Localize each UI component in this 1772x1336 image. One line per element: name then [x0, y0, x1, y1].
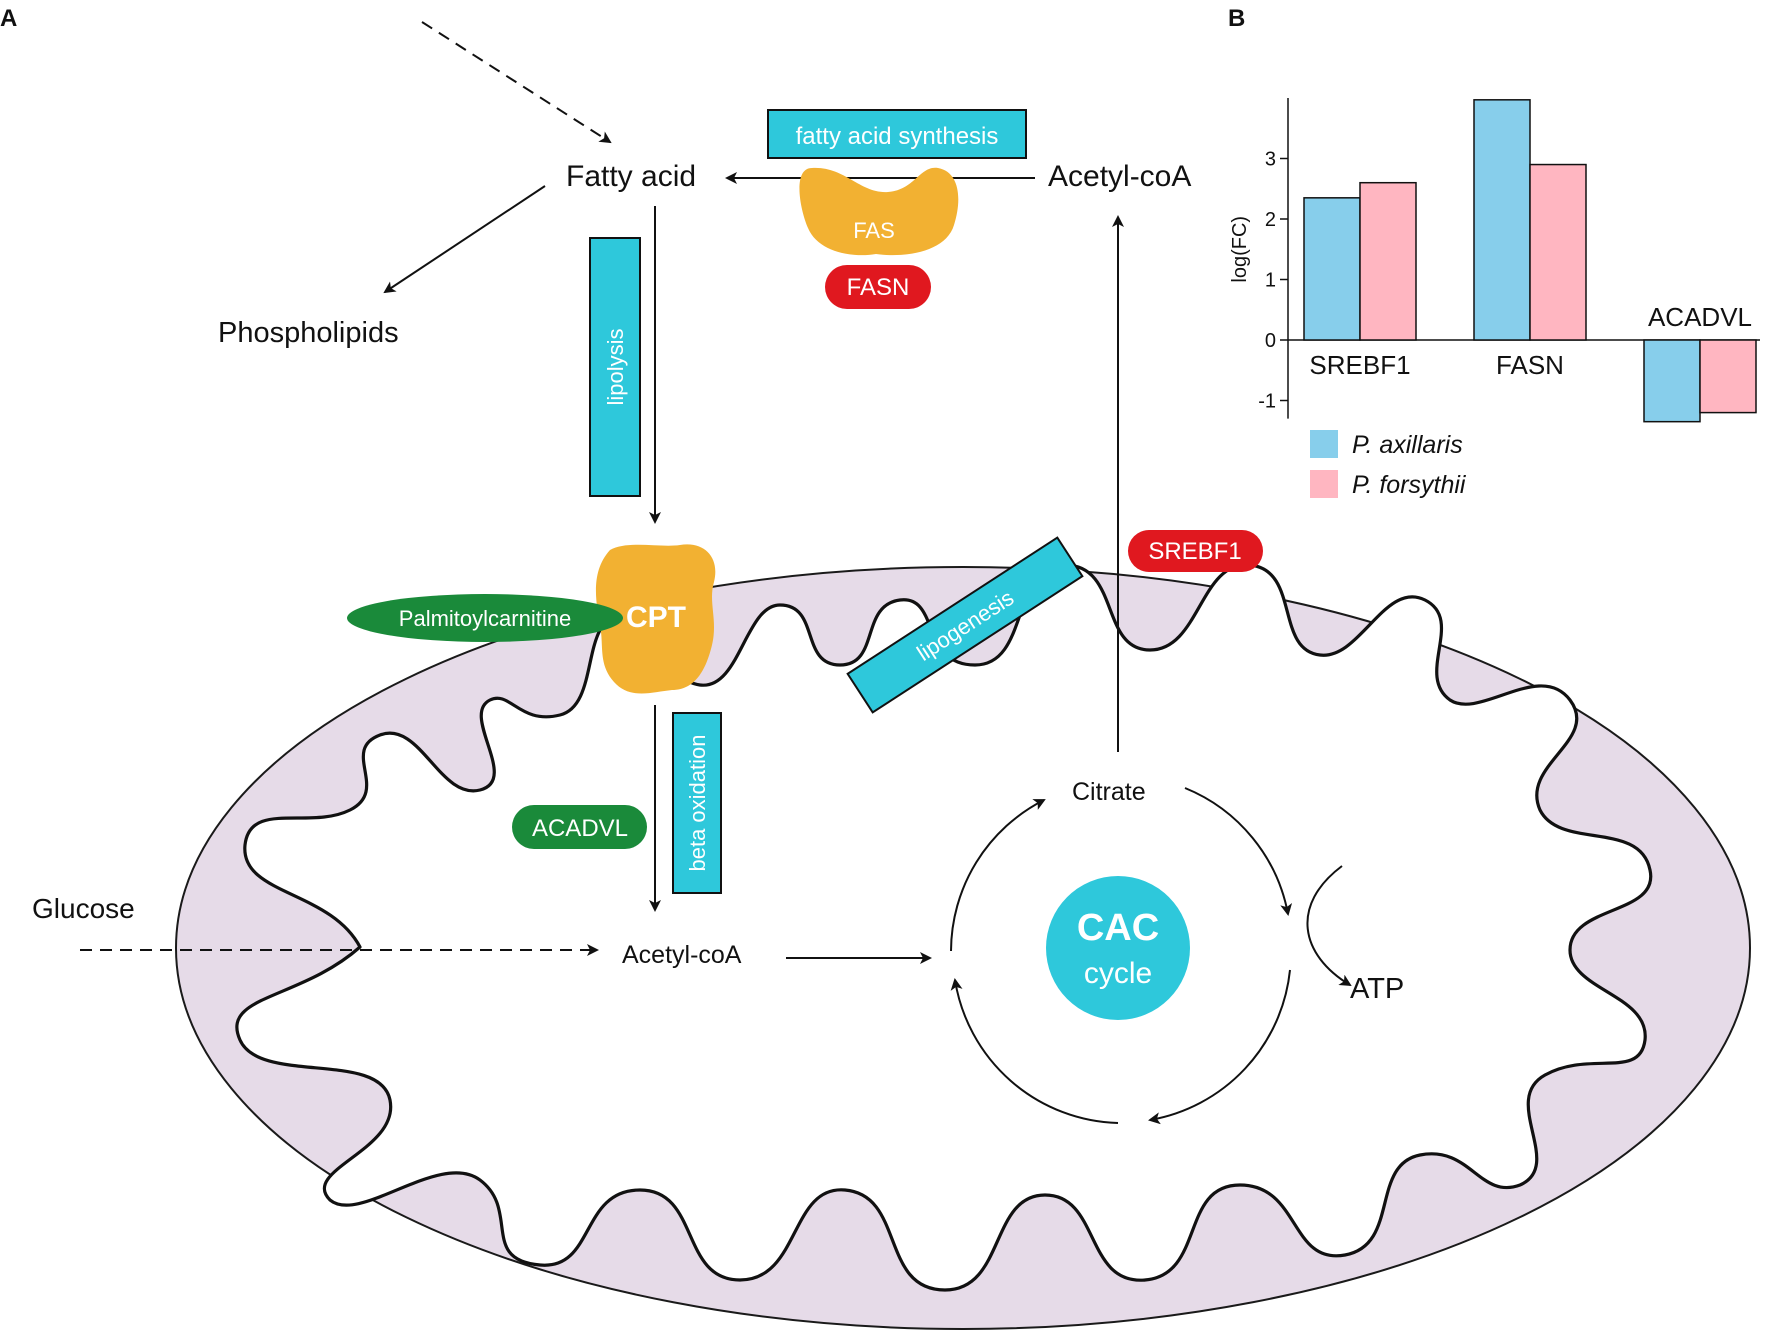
cac-circle: [1046, 876, 1190, 1020]
panel-a-letter: A: [0, 5, 17, 32]
y-tick-label: 0: [1265, 330, 1276, 352]
fatty-acid-node: Fatty acid: [566, 160, 696, 193]
palmitoylcarnitine-ellipse: [347, 594, 623, 642]
dashed-arrow-input: [421, 21, 612, 144]
fatty-acid-synthesis-box: [767, 109, 1027, 159]
bar-chart: -1 0 1 2 3 log(FC) SREBF1 FASN ACADVL P. axillari…: [1229, 98, 1760, 499]
bar: [1699, 339, 1757, 414]
phospholipids-node: Phospholipids: [218, 317, 399, 349]
fas-enzyme-shape: [799, 167, 959, 256]
cac-arc-4: [950, 978, 1119, 1124]
atp-node: ATP: [1350, 973, 1404, 1005]
cac-arc-1: [950, 799, 1046, 952]
acetyl-coa-top-node: Acetyl-coA: [1048, 160, 1191, 193]
legend-label: P. forsythii: [1352, 471, 1467, 499]
acetyl-coa-mito-node: Acetyl-coA: [622, 941, 742, 969]
y-tick-label: 1: [1265, 270, 1276, 292]
panel-b-letter: B: [1228, 5, 1245, 32]
bar: [1529, 163, 1587, 341]
lipolysis-label: lipolysis: [603, 328, 628, 405]
fatty-acid-synthesis-label: fatty acid synthesis: [796, 123, 999, 150]
y-tick-label: 3: [1265, 149, 1276, 171]
cac-label: CAC: [1077, 907, 1159, 949]
srebf1-gene-pill: [1128, 530, 1263, 572]
cac-cycle-label: cycle: [1084, 957, 1152, 990]
palmitoylcarnitine-label: Palmitoylcarnitine: [399, 606, 571, 631]
lipolysis-box: [589, 237, 641, 497]
category-label: FASN: [1496, 350, 1564, 380]
citrate-node: Citrate: [1072, 778, 1146, 806]
lipogenesis-box: [846, 536, 1084, 714]
acadvl-gene-pill: [512, 805, 647, 849]
category-label: ACADVL: [1648, 302, 1752, 332]
cpt-label: CPT: [626, 601, 686, 634]
legend-swatch: [1310, 470, 1338, 498]
arrow-fattyacid-to-phospholipids: [383, 185, 546, 294]
bar: [1473, 99, 1531, 341]
cpt-enzyme-shape: [595, 544, 716, 694]
fas-label: FAS: [853, 218, 895, 243]
srebf1-gene-label: SREBF1: [1148, 538, 1241, 565]
beta-oxidation-label: beta oxidation: [685, 735, 710, 872]
legend-label: P. axillaris: [1352, 431, 1463, 459]
cac-arc-2: [1184, 787, 1293, 916]
y-axis-label: log(FC): [1229, 216, 1251, 283]
beta-oxidation-box: [672, 712, 722, 894]
cac-arc-3: [1148, 969, 1291, 1125]
legend-swatch: [1310, 430, 1338, 458]
y-tick-label: 2: [1265, 209, 1276, 231]
mitochondrion: [175, 563, 1751, 1330]
fasn-gene-pill: [825, 265, 931, 309]
cac-cycle-ring: [950, 787, 1293, 1125]
glucose-node: Glucose: [32, 893, 135, 924]
bar: [1359, 181, 1417, 341]
y-tick-label: -1: [1258, 391, 1276, 413]
arrow-to-atp: [1306, 865, 1352, 987]
category-label: SREBF1: [1309, 350, 1410, 380]
fasn-gene-label: FASN: [847, 274, 910, 301]
bar: [1643, 339, 1701, 423]
bar: [1303, 197, 1361, 341]
acadvl-gene-label: ACADVL: [532, 815, 628, 842]
